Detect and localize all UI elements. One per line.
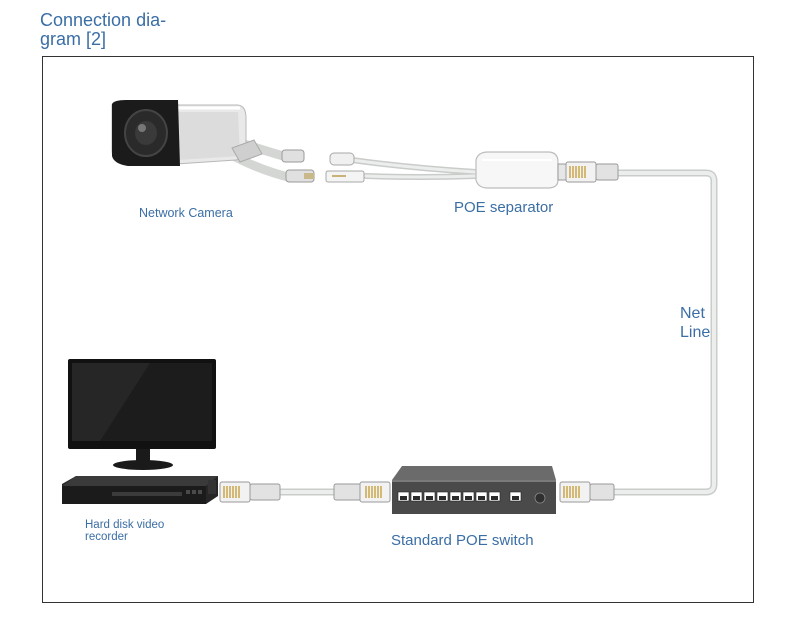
dvr-image <box>62 476 281 504</box>
cables <box>221 135 718 496</box>
diagram-frame <box>42 56 754 603</box>
label-net-line: Net Line <box>680 305 711 341</box>
monitor-image <box>68 359 216 470</box>
diagram-title: Connection dia- gram [2] <box>40 10 167 49</box>
label-hdd-recorder: Hard disk video recorder <box>85 519 165 543</box>
network-camera-image <box>111 100 315 183</box>
label-network-camera: Network Camera <box>139 206 233 220</box>
poe-separator-image <box>325 151 619 189</box>
poe-switch-image <box>333 466 615 514</box>
label-poe-switch: Standard POE switch <box>391 532 534 549</box>
label-poe-separator: POE separator <box>454 199 554 216</box>
